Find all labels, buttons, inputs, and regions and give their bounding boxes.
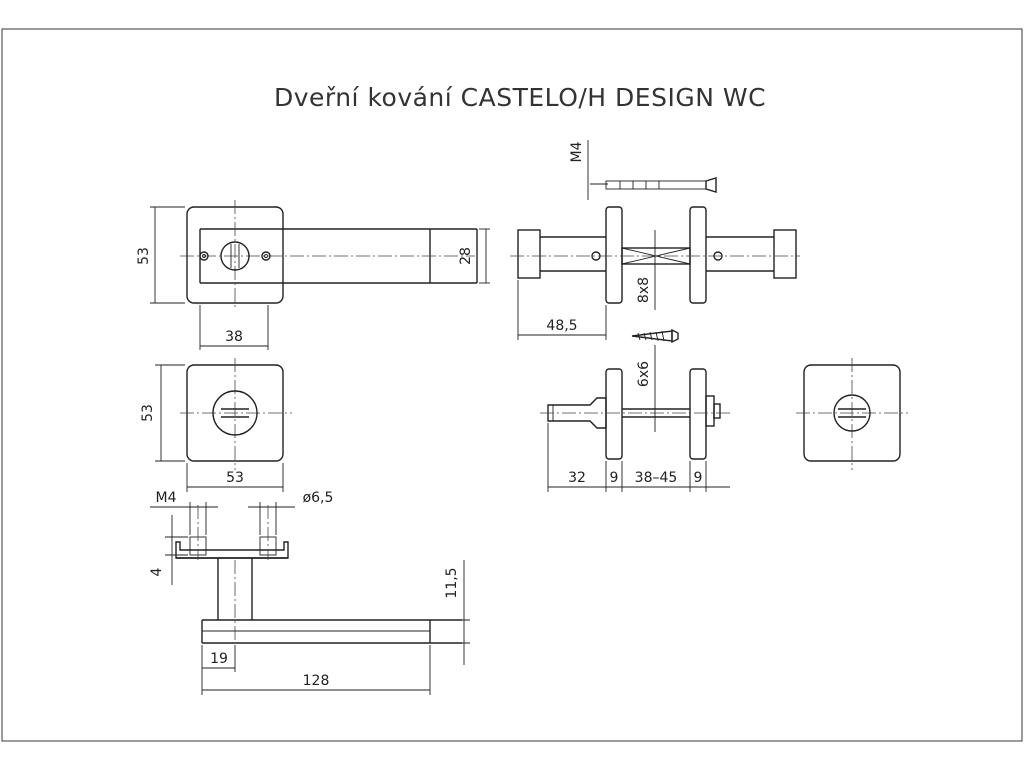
dim-spindle-square: 8x8: [636, 277, 652, 303]
sheet-border: [1, 28, 1023, 742]
dim-rose-offset: 38: [225, 329, 243, 345]
dim-hole-diameter: ø6,5: [303, 490, 334, 506]
wc-turn-assembly: [540, 345, 730, 492]
dim-thread-depth: 4: [149, 567, 165, 576]
dim-lever-length: 128: [303, 673, 330, 689]
wood-screw: [631, 328, 679, 344]
dim-door-range: 38–45: [635, 470, 678, 486]
dim-screw-thread: M4: [569, 141, 585, 162]
wc-rose-right-view: [796, 358, 908, 470]
dim-turn-length: 32: [568, 470, 586, 486]
dim-rose-thickness-right: 9: [694, 470, 703, 486]
dim-spindle-projection: 48,5: [546, 318, 577, 334]
dim-rose-height-mid: 53: [140, 404, 156, 422]
screw-and-spindle-assembly: [510, 140, 800, 340]
dim-rose-height-top: 53: [136, 247, 152, 265]
dim-rose-thickness-left: 9: [610, 470, 619, 486]
drawing-title: Dveřní kování CASTELO/H DESIGN WC: [274, 83, 766, 112]
dim-lever-thickness: 11,5: [444, 567, 460, 598]
dim-handle-bar-height: 28: [458, 247, 474, 265]
dim-wc-spindle: 6x6: [636, 361, 652, 387]
dim-neck-offset: 19: [210, 651, 228, 667]
lever-side-view: [150, 502, 470, 695]
lever-top-view: [150, 200, 490, 350]
dim-thread-left: M4: [156, 490, 177, 506]
wc-rose-front-view: [155, 358, 292, 492]
dim-rose-width-mid: 53: [226, 470, 244, 486]
